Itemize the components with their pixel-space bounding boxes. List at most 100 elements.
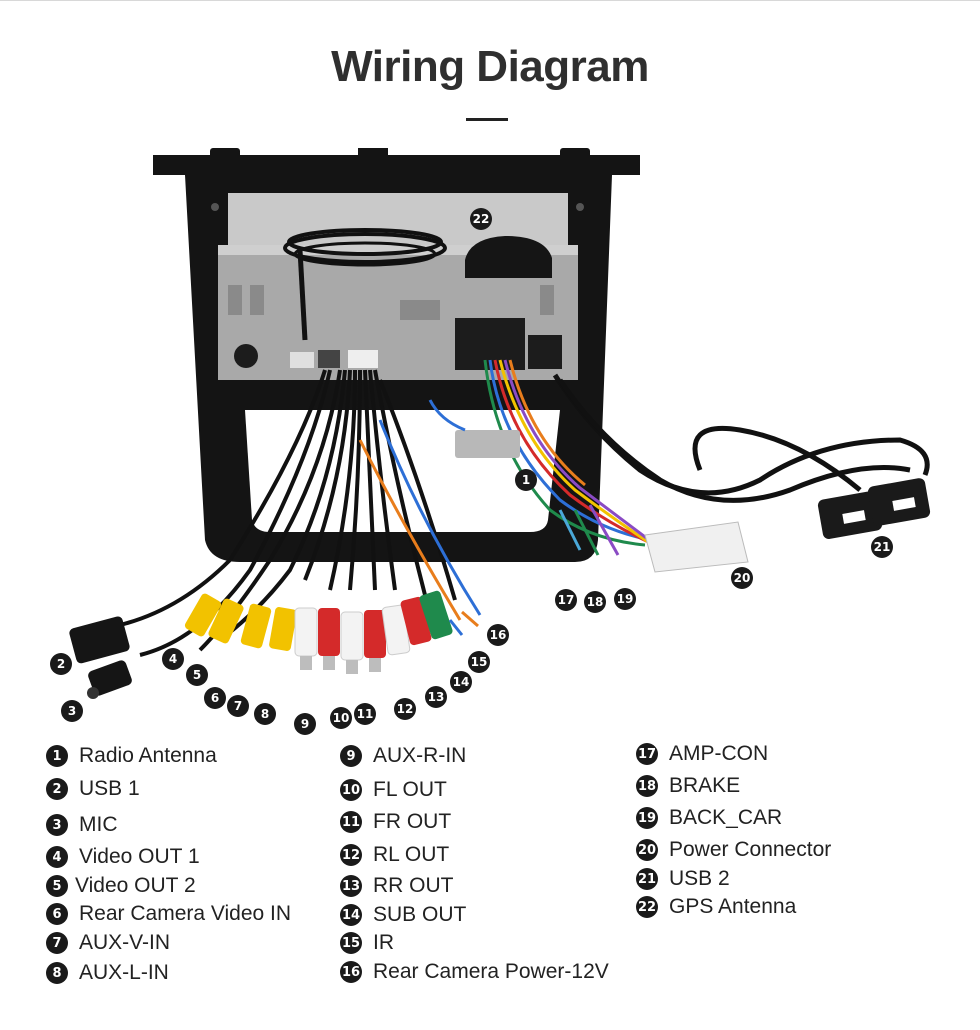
callout-5: 5 [186,664,208,686]
legend-item-usb1: 2 USB 1 [46,777,140,801]
legend-number: 21 [636,868,658,890]
usb1-mic-connectors [69,616,132,699]
unit-chassis [211,193,584,380]
legend-number: 18 [636,775,658,797]
legend-item-fr-out: 11 FR OUT [340,810,451,834]
legend-number: 13 [340,875,362,897]
legend-label: Rear Camera Video IN [79,902,292,925]
legend-label: RL OUT [373,843,450,866]
legend-label: SUB OUT [373,903,467,926]
callout-13: 13 [425,686,447,708]
legend-number: 16 [340,961,362,983]
legend-number: 15 [340,932,362,954]
callout-18: 18 [584,591,606,613]
legend-item-video-out-1: 4 Video OUT 1 [46,845,200,869]
legend-label: Video OUT 1 [79,845,200,868]
legend-item-rr-out: 13 RR OUT [340,874,454,898]
usb2-connectors [817,478,931,539]
legend-item-rear-camera-power: 16 Rear Camera Power-12V [340,960,609,984]
rca-plugs [184,590,453,674]
legend-item-rear-camera-video-in: 6 Rear Camera Video IN [46,902,291,926]
legend-number: 10 [340,779,362,801]
legend-number: 22 [636,896,658,918]
legend-item-aux-r-in: 9 AUX-R-IN [340,744,466,768]
legend-item-back-car: 19 BACK_CAR [636,806,782,830]
legend-item-power-connector: 20 Power Connector [636,838,831,862]
wiring-diagram-illustration [69,148,931,699]
callout-15: 15 [468,651,490,673]
legend-item-video-out-2: 5 Video OUT 2 [46,874,196,898]
av-cable-bundle [119,369,482,657]
legend-number: 5 [46,875,68,897]
legend-label: AUX-V-IN [79,931,171,954]
legend-number: 20 [636,839,658,861]
legend-label: GPS Antenna [669,895,797,918]
legend-number: 9 [340,745,362,767]
legend-number: 11 [340,811,362,833]
callout-9: 9 [294,713,316,735]
legend-label: RR OUT [373,874,454,897]
legend-label: MIC [79,813,118,836]
legend-number: 3 [46,814,68,836]
legend-item-rl-out: 12 RL OUT [340,843,449,867]
legend-number: 7 [46,932,68,954]
callout-3: 3 [61,700,83,722]
legend-number: 12 [340,844,362,866]
callout-20: 20 [731,567,753,589]
legend-item-ir: 15 IR [340,931,394,955]
legend-number: 6 [46,903,68,925]
legend-item-mic: 3 MIC [46,813,118,837]
legend-number: 8 [46,962,68,984]
callout-19: 19 [614,588,636,610]
legend-label: Radio Antenna [79,744,217,767]
legend-label: FL OUT [373,778,447,801]
usb2-cable [552,373,930,503]
legend-item-aux-v-in: 7 AUX-V-IN [46,931,170,955]
callout-14: 14 [450,671,472,693]
top-divider [0,0,980,1]
callout-17: 17 [555,589,577,611]
power-connector-plug [428,399,749,573]
callout-6: 6 [204,687,226,709]
legend-label: BRAKE [669,774,741,797]
callout-22: 22 [470,208,492,230]
legend-item-usb2: 21 USB 2 [636,867,730,891]
legend-item-gps-antenna: 22 GPS Antenna [636,895,796,919]
legend-item-sub-out: 14 SUB OUT [340,903,466,927]
legend-label: USB 2 [669,867,730,890]
callout-10: 10 [330,707,352,729]
callout-4: 4 [162,648,184,670]
legend-number: 2 [46,778,68,800]
legend-label: BACK_CAR [669,806,783,829]
legend-label: USB 1 [79,777,140,800]
legend-item-aux-l-in: 8 AUX-L-IN [46,961,169,985]
legend-number: 19 [636,807,658,829]
legend-label: Rear Camera Power-12V [373,960,609,983]
callout-12: 12 [394,698,416,720]
legend-item-amp-con: 17 AMP-CON [636,742,768,766]
callout-11: 11 [354,703,376,725]
title-underline [466,118,508,121]
legend-label: AUX-L-IN [79,961,169,984]
callout-8: 8 [254,703,276,725]
page-title: Wiring Diagram [331,42,649,91]
callout-1: 1 [515,469,537,491]
legend-number: 14 [340,904,362,926]
legend-label: AMP-CON [669,742,769,765]
legend-label: AUX-R-IN [373,744,467,767]
callout-7: 7 [227,695,249,717]
callout-21: 21 [871,536,893,558]
wire-tips [448,610,479,636]
legend-item-radio-antenna: 1 Radio Antenna [46,744,217,768]
callout-16: 16 [487,624,509,646]
legend-label: FR OUT [373,810,452,833]
gps-antenna [283,228,552,341]
legend-number: 17 [636,743,658,765]
legend-label: Power Connector [669,838,832,861]
callout-2: 2 [50,653,72,675]
legend-label: Video OUT 2 [75,874,196,897]
legend-number: 1 [46,745,68,767]
legend-item-brake: 18 BRAKE [636,774,740,798]
legend-item-fl-out: 10 FL OUT [340,778,447,802]
legend-label: IR [373,931,394,954]
